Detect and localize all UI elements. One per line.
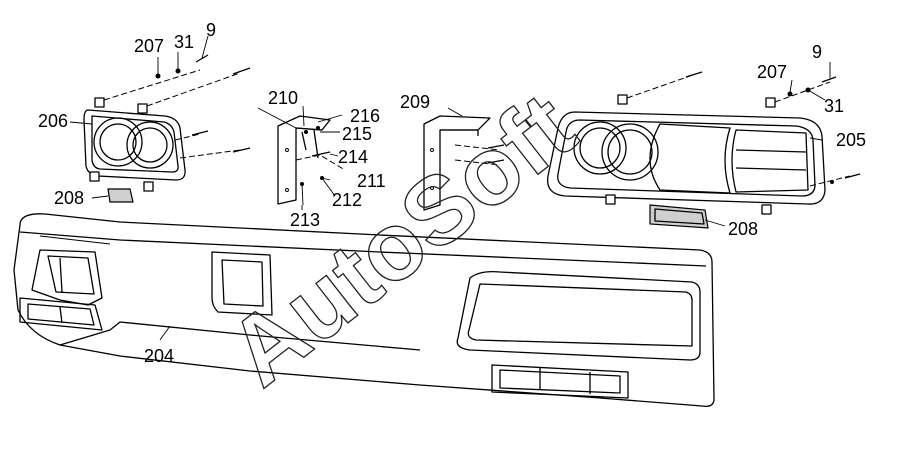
bracket-210 [277,105,346,206]
callout-205: 205 [836,130,866,150]
callout-208-left: 208 [54,188,84,208]
callout-31-left: 31 [174,32,194,52]
callout-216: 216 [350,106,380,126]
callout-210: 210 [268,88,298,108]
bracket-209 [423,107,505,211]
right-side-marker-208 [649,204,709,229]
callout-204: 204 [144,346,174,366]
right-headlamp-205 [546,94,826,215]
callout-214: 214 [338,147,368,167]
callout-213: 213 [290,210,320,230]
callout-206: 206 [38,111,68,131]
callout-212: 212 [332,190,362,210]
callout-9-right: 9 [812,42,822,62]
right-fasteners [626,62,861,187]
callout-labels: 207 31 9 206 208 210 216 215 214 211 212… [38,20,866,366]
front-bumper-204 [13,213,715,408]
left-headlamp-206 [83,97,186,192]
callout-211: 211 [357,171,386,191]
callout-209: 209 [400,92,430,112]
leader-lines [69,107,823,341]
callout-207-right: 207 [757,62,787,82]
left-side-marker-208 [107,188,134,203]
callout-215: 215 [342,124,372,144]
callout-208-right: 208 [728,219,758,239]
callout-31-right: 31 [824,96,844,116]
callout-207-left: 207 [134,36,164,56]
left-fasteners [103,35,251,159]
callout-9-left: 9 [206,20,216,40]
